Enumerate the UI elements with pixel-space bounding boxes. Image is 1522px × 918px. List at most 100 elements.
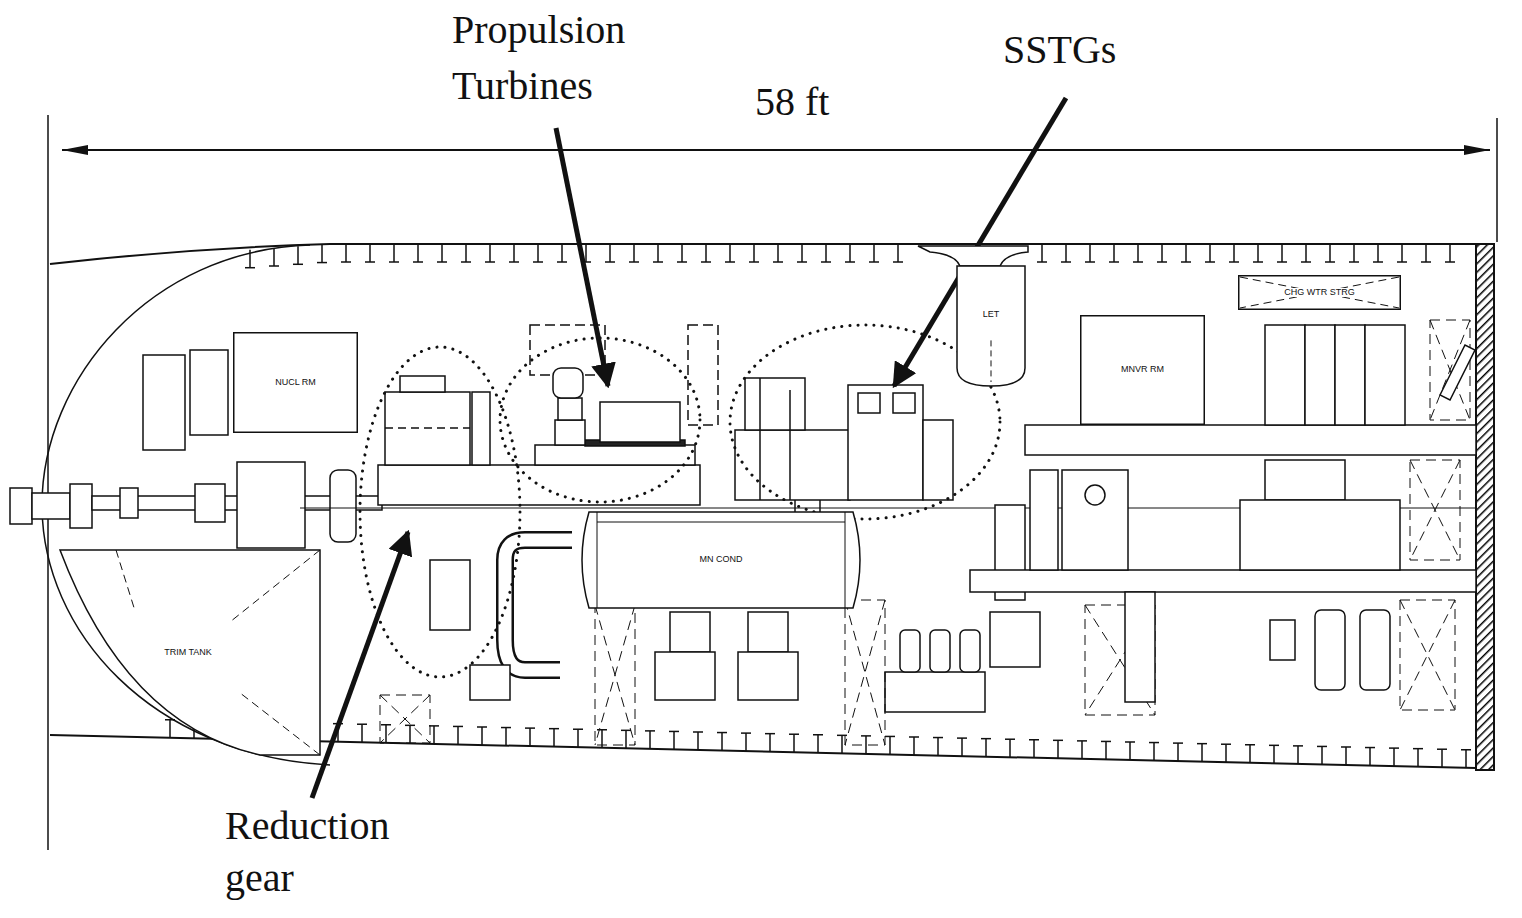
frame-rib [1369, 748, 1371, 766]
frame-rib [477, 726, 487, 728]
frame-rib [169, 720, 171, 738]
frame-rib [1057, 740, 1059, 758]
frame-rib [1221, 743, 1231, 745]
pipe-symbol [505, 540, 572, 670]
frame-rib [453, 726, 463, 728]
frame-rib [1401, 244, 1403, 262]
frame-rib [793, 734, 795, 752]
deck-platform [1025, 425, 1476, 455]
frame-rib [321, 245, 323, 263]
frame-rib [357, 723, 367, 725]
frame-rib [629, 261, 639, 263]
frame-rib [797, 261, 807, 263]
frame-rib [909, 736, 919, 738]
frame-rib [1125, 741, 1135, 743]
frame-rib [889, 736, 891, 754]
frame-rib [457, 726, 459, 744]
frame-rib [1461, 749, 1471, 751]
node-outline [1240, 277, 1399, 308]
frame-rib [669, 731, 679, 733]
deck-platform [1440, 345, 1475, 400]
frame-rib [725, 261, 735, 263]
frame-rib [1225, 744, 1227, 762]
frame-rib [341, 261, 351, 263]
frame-rib [365, 261, 375, 263]
frame-rib [461, 261, 471, 263]
turbine-symbol [600, 402, 680, 442]
frame-rib [717, 732, 727, 734]
frame-rib [825, 244, 827, 262]
deck-platform [1265, 460, 1345, 500]
node-outline [845, 512, 846, 608]
generator-symbol [745, 378, 805, 430]
equipment-space [845, 600, 885, 745]
equipment-space [380, 320, 1470, 745]
frame-rib [1325, 261, 1335, 263]
frame-rib [981, 738, 991, 740]
frame-rib [741, 732, 751, 734]
frame-rib [1273, 745, 1275, 763]
frame-rib [525, 727, 535, 729]
frame-rib [585, 244, 587, 262]
equipment-space [595, 605, 635, 745]
frame-rib [777, 244, 779, 262]
frame-rib [577, 729, 579, 747]
frame-rib [1317, 746, 1327, 748]
frame-rib [721, 733, 723, 751]
deck-platform [1085, 485, 1105, 505]
equipment-space [1410, 460, 1460, 560]
frame-rib [433, 726, 435, 744]
shaft-line [330, 470, 356, 542]
frame-rib [893, 261, 903, 263]
hatch-flange [918, 246, 1028, 266]
frame-rib [369, 244, 371, 262]
deck-platform [970, 325, 1476, 702]
frame-rib [1177, 743, 1179, 761]
equipment-space [845, 600, 885, 745]
frame-rib [1201, 744, 1203, 762]
frame-rib [293, 264, 303, 266]
frame-rib [1441, 749, 1443, 767]
frame-rib [961, 738, 963, 756]
node-outline [234, 333, 358, 433]
frame-rib [845, 261, 855, 263]
frame-rib [1465, 750, 1467, 768]
frame-rib [489, 244, 491, 262]
node-outline [1081, 316, 1205, 425]
shaft-line [195, 484, 225, 522]
frame-rib [1345, 747, 1347, 765]
equipment-space [595, 605, 635, 745]
frame-rib [1305, 244, 1307, 262]
frame-rib [389, 261, 399, 263]
generator-symbol [923, 420, 953, 500]
shaft-line [70, 484, 92, 528]
frame-rib [1029, 739, 1039, 741]
frame-rib [897, 244, 899, 262]
frame-rib [769, 734, 771, 752]
frame-rib [1053, 740, 1063, 742]
frame-rib [1393, 748, 1395, 766]
shaft-line [237, 462, 305, 548]
equipment-space [1400, 600, 1455, 710]
frame-rib [441, 244, 443, 262]
callout-label: Propulsion Turbines [452, 2, 692, 114]
frame-rib [765, 733, 775, 735]
node-outline [60, 550, 320, 755]
room-label: LET [981, 310, 1002, 320]
turbine-symbol [535, 445, 695, 465]
frame-rib [1173, 742, 1183, 744]
frame-rib [413, 261, 423, 263]
frame-rib [1269, 745, 1279, 747]
room-equipment [190, 350, 228, 435]
node-outline [116, 550, 135, 612]
generator-symbol [735, 378, 953, 520]
callout-label: Reduction gear [225, 800, 425, 904]
frame-rib [653, 261, 663, 263]
frame-rib [1233, 244, 1235, 262]
room-label: CHG WTR STRG [1282, 288, 1357, 298]
frame-rib [645, 730, 655, 732]
leader-arrow [312, 532, 408, 798]
frame-rib [937, 738, 939, 756]
reduction-gear-symbol [472, 392, 490, 465]
